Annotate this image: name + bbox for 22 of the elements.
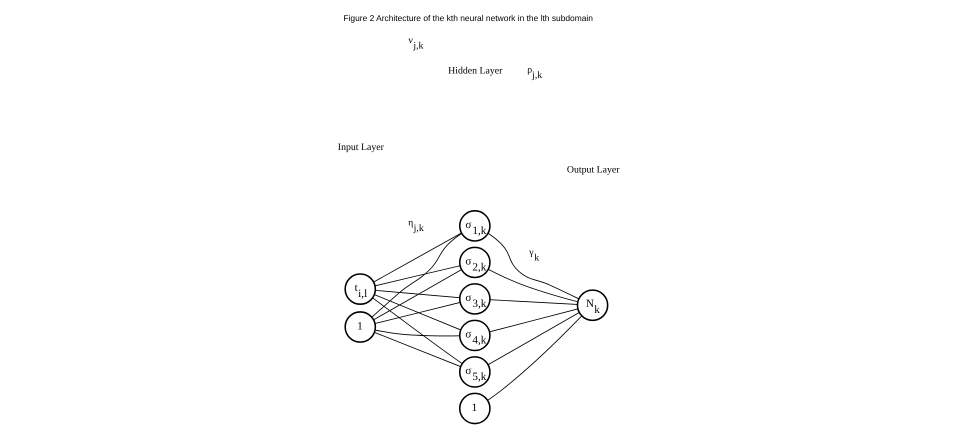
connector	[371, 233, 462, 318]
connector	[489, 308, 578, 332]
connector	[373, 232, 462, 282]
connector	[488, 312, 580, 366]
connector	[488, 268, 578, 302]
connector	[373, 269, 462, 320]
connector	[490, 299, 578, 305]
connector	[488, 232, 580, 300]
caption: Figure 2 Architecture of the kth neural network in the lth subdomain	[343, 13, 593, 24]
label: Hidden Layer	[448, 65, 502, 76]
node-circle: 1	[344, 311, 376, 343]
connector	[375, 290, 460, 298]
connector	[487, 316, 582, 401]
connector	[374, 332, 461, 367]
connector	[372, 298, 463, 364]
connector	[374, 302, 460, 324]
connector	[374, 330, 460, 336]
label: Input Layer	[338, 142, 384, 153]
connector	[374, 265, 460, 286]
node-circle: 1	[458, 392, 491, 424]
label: Output Layer	[566, 164, 620, 176]
connector	[374, 294, 462, 330]
